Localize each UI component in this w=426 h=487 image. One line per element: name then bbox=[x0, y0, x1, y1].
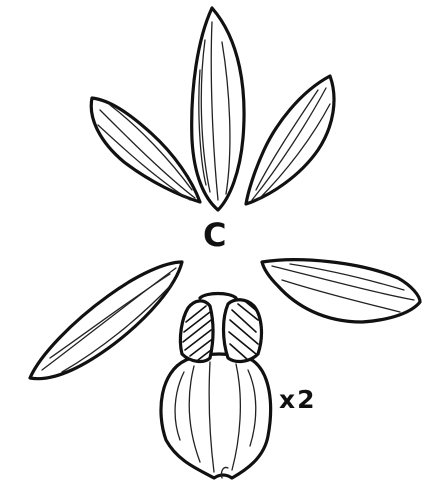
right-petal bbox=[246, 76, 334, 204]
left-petal bbox=[91, 98, 200, 202]
lip bbox=[161, 354, 271, 478]
dorsal-sepal bbox=[192, 8, 244, 210]
right-lateral-sepal bbox=[262, 260, 420, 322]
scale-label: x2 bbox=[279, 387, 317, 412]
left-lateral-sepal bbox=[30, 262, 182, 379]
lip-callus bbox=[180, 294, 261, 362]
panel-label: C bbox=[203, 219, 226, 251]
